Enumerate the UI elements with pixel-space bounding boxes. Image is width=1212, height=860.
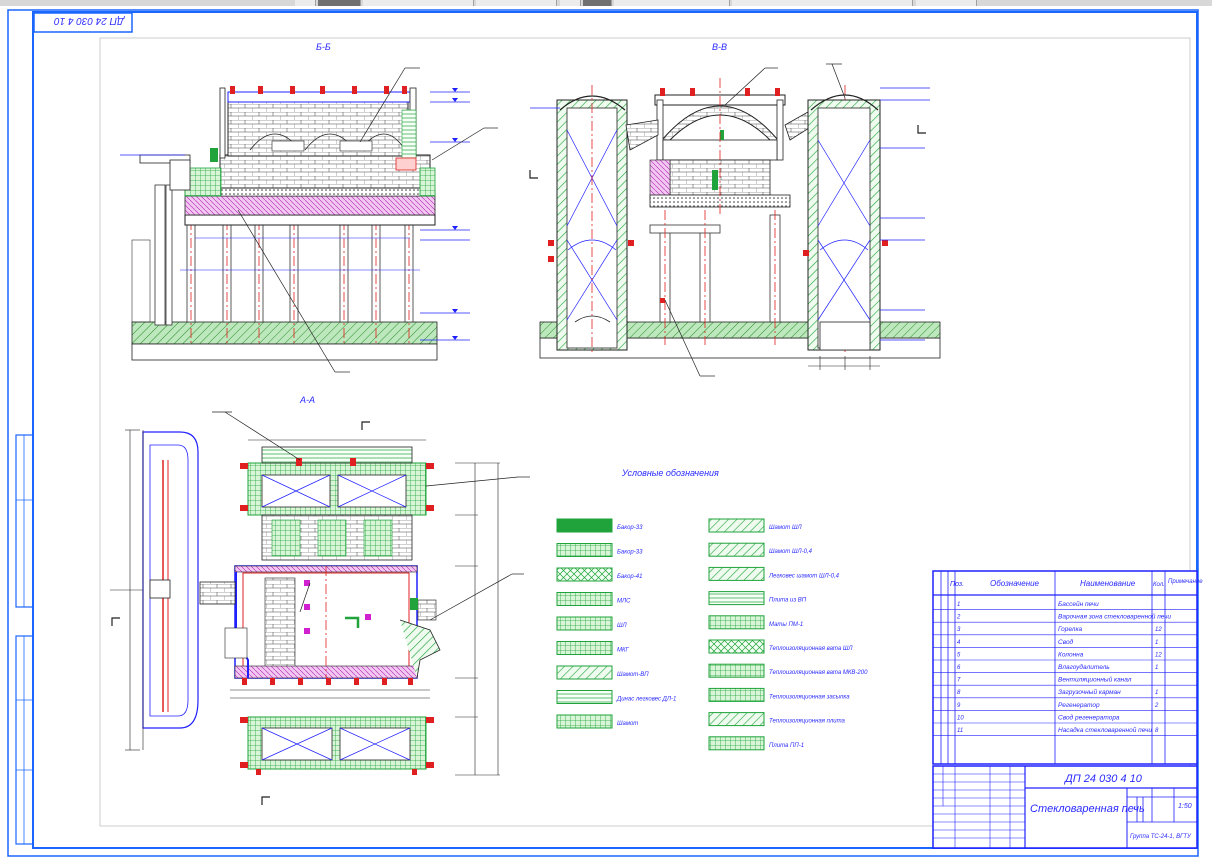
spec-row-pos: 8 (957, 690, 961, 696)
spec-row-name: Свод (1058, 638, 1074, 646)
spec-row-name: Вентиляционный канал (1058, 676, 1132, 684)
legend-swatch (708, 518, 765, 533)
view-label-bb: Б-Б (316, 42, 331, 52)
spec-row-qty: 1 (1155, 665, 1158, 671)
legend-label: ШЛ (617, 623, 628, 629)
legend-label: Теплоизоляционная вата МКВ-200 (769, 670, 868, 676)
legend-swatch (708, 615, 765, 630)
legend-label: Теплоизоляционная вата ШЛ (769, 646, 853, 652)
window-toolbar-strip (0, 0, 1212, 6)
spec-row-name: Влагоудалитель (1058, 663, 1110, 671)
view-label-vv: В-В (712, 42, 727, 52)
view-label-aa: А-А (299, 395, 315, 405)
spec-row-qty: 12 (1155, 652, 1162, 658)
legend-label: Бакор-33 (617, 525, 643, 531)
title-name: Стекловаренная печь (1030, 803, 1145, 815)
legend-swatch (556, 641, 613, 655)
spec-row-name: Горелка (1058, 626, 1083, 633)
legend-label: Шамот ШЛ-0,4 (769, 549, 813, 555)
spec-row-pos: 3 (957, 627, 961, 633)
legend-swatch (556, 616, 613, 631)
view-section-aa: А-А (110, 395, 530, 805)
title-block: ДП 24 030 4 10 Стекловаренная печь 1:50 … (932, 765, 1198, 849)
spec-row-name: Загрузочный карман (1058, 688, 1121, 696)
spec-row-pos: 2 (956, 615, 961, 621)
legend-label: МКГ (617, 648, 630, 654)
spec-row-qty: 8 (1155, 728, 1159, 734)
legend-swatch (556, 665, 613, 680)
spec-row-pos: 5 (957, 652, 961, 658)
legend-label: Плита ПП-1 (769, 743, 804, 749)
spec-row-pos: 9 (957, 703, 961, 709)
legend-swatch (708, 566, 765, 581)
spec-rows: 1 Бассейн печи 2 Варочная зона стекловаренн… (933, 600, 1197, 736)
spec-row-pos: 10 (957, 715, 964, 721)
legend-label: Плита из ВП (769, 598, 807, 604)
stamp-rotated: ДП 24 030 4 10 (54, 15, 125, 26)
legend-swatch (556, 592, 613, 606)
legend-swatch (708, 542, 765, 557)
spec-row-pos: 7 (957, 678, 961, 684)
legend-left-column: Бакор-33Бакор-33Бакор-41МЛСШЛМКГШамот-ВП… (556, 518, 676, 729)
spec-row-pos: 1 (957, 602, 960, 608)
legend: Условные обозначения Бакор-33Бакор-33Бак… (556, 468, 868, 751)
legend-swatch (556, 567, 613, 582)
spec-header-qty: Кол. (1153, 582, 1165, 588)
legend-swatch (556, 690, 613, 704)
legend-label: Шамот-ВП (617, 672, 649, 678)
legend-swatch (708, 639, 765, 654)
title-scale: 1:50 (1178, 803, 1192, 810)
specification-table: Поз. Обозначение Наименование Кол. Приме… (932, 570, 1203, 765)
legend-swatch (708, 591, 765, 606)
legend-swatch (708, 663, 765, 678)
view-section-vv: В-В (529, 42, 941, 377)
legend-swatch (708, 687, 765, 702)
legend-label: Теплоизоляционная засыпка (769, 694, 850, 700)
spec-row-qty: 1 (1155, 640, 1158, 646)
legend-label: Маты ПМ-1 (769, 622, 803, 628)
spec-header-note: Примечание (1168, 579, 1203, 585)
legend-label: Шамот ШЛ (769, 525, 802, 531)
title-designation: ДП 24 030 4 10 (1063, 773, 1143, 785)
legend-label: Шамот (617, 721, 638, 727)
legend-label: МЛС (617, 599, 631, 605)
legend-label: Бакор-41 (617, 574, 642, 580)
spec-row-name: Регенератор (1058, 702, 1100, 709)
spec-row-pos: 11 (957, 728, 963, 734)
spec-row-qty: 2 (1154, 703, 1159, 709)
spec-header-name: Наименование (1080, 579, 1136, 588)
legend-label: Динас легковес ДЛ-1 (616, 697, 676, 703)
sheet-frame (7, 9, 1199, 857)
spec-row-qty: 12 (1155, 627, 1162, 633)
spec-row-name: Насадка стекловаренной печи (1058, 726, 1152, 734)
title-org: Группа ТС-24-1, ВГТУ (1130, 834, 1192, 840)
legend-swatch (556, 518, 613, 533)
legend-swatch (556, 543, 613, 557)
legend-swatch (708, 736, 765, 751)
legend-swatch (556, 714, 613, 729)
spec-row-name: Колонна (1058, 651, 1084, 658)
spec-header-pos: Поз. (950, 581, 964, 588)
spec-row-qty: 1 (1155, 690, 1158, 696)
spec-row-pos: 4 (957, 640, 961, 646)
view-section-bb: Б-Б (120, 42, 498, 373)
legend-label: Теплоизоляционная плита (769, 719, 846, 725)
legend-title: Условные обозначения (621, 468, 719, 478)
legend-label: Бакор-33 (617, 550, 643, 556)
spec-row-name: Варочная зона стекловаренной печи (1058, 613, 1171, 621)
legend-swatch (708, 712, 765, 727)
spec-header-designation: Обозначение (990, 579, 1040, 588)
legend-label: Легковес шамот ШЛ-0,4 (768, 573, 840, 579)
spec-row-pos: 6 (957, 665, 961, 671)
spec-row-name: Бассейн печи (1058, 600, 1099, 608)
spec-row-name: Свод регенератора (1058, 713, 1120, 721)
